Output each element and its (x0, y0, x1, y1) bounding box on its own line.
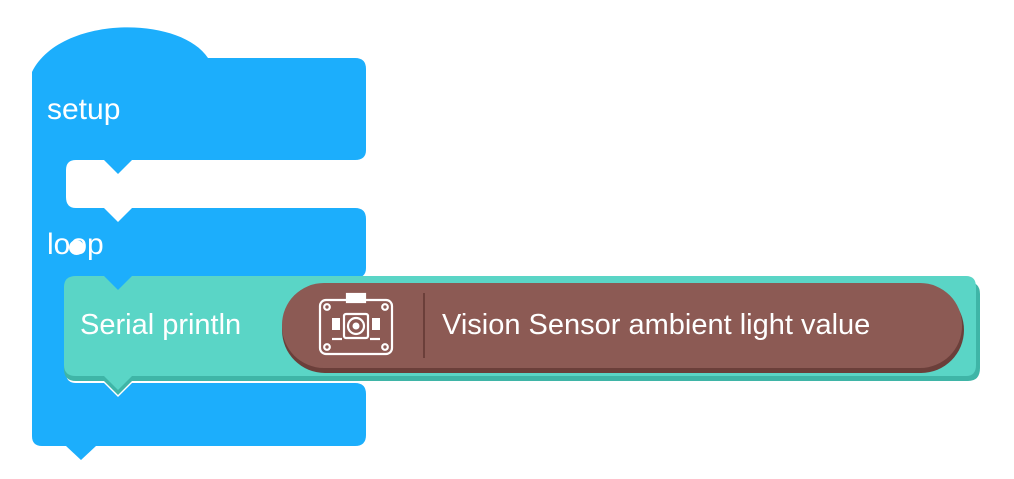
setup-loop-block[interactable] (32, 27, 366, 460)
vision-sensor-block[interactable] (282, 283, 962, 368)
vision-sensor-module-icon (318, 292, 394, 356)
loop-indicator-dot (69, 240, 84, 255)
